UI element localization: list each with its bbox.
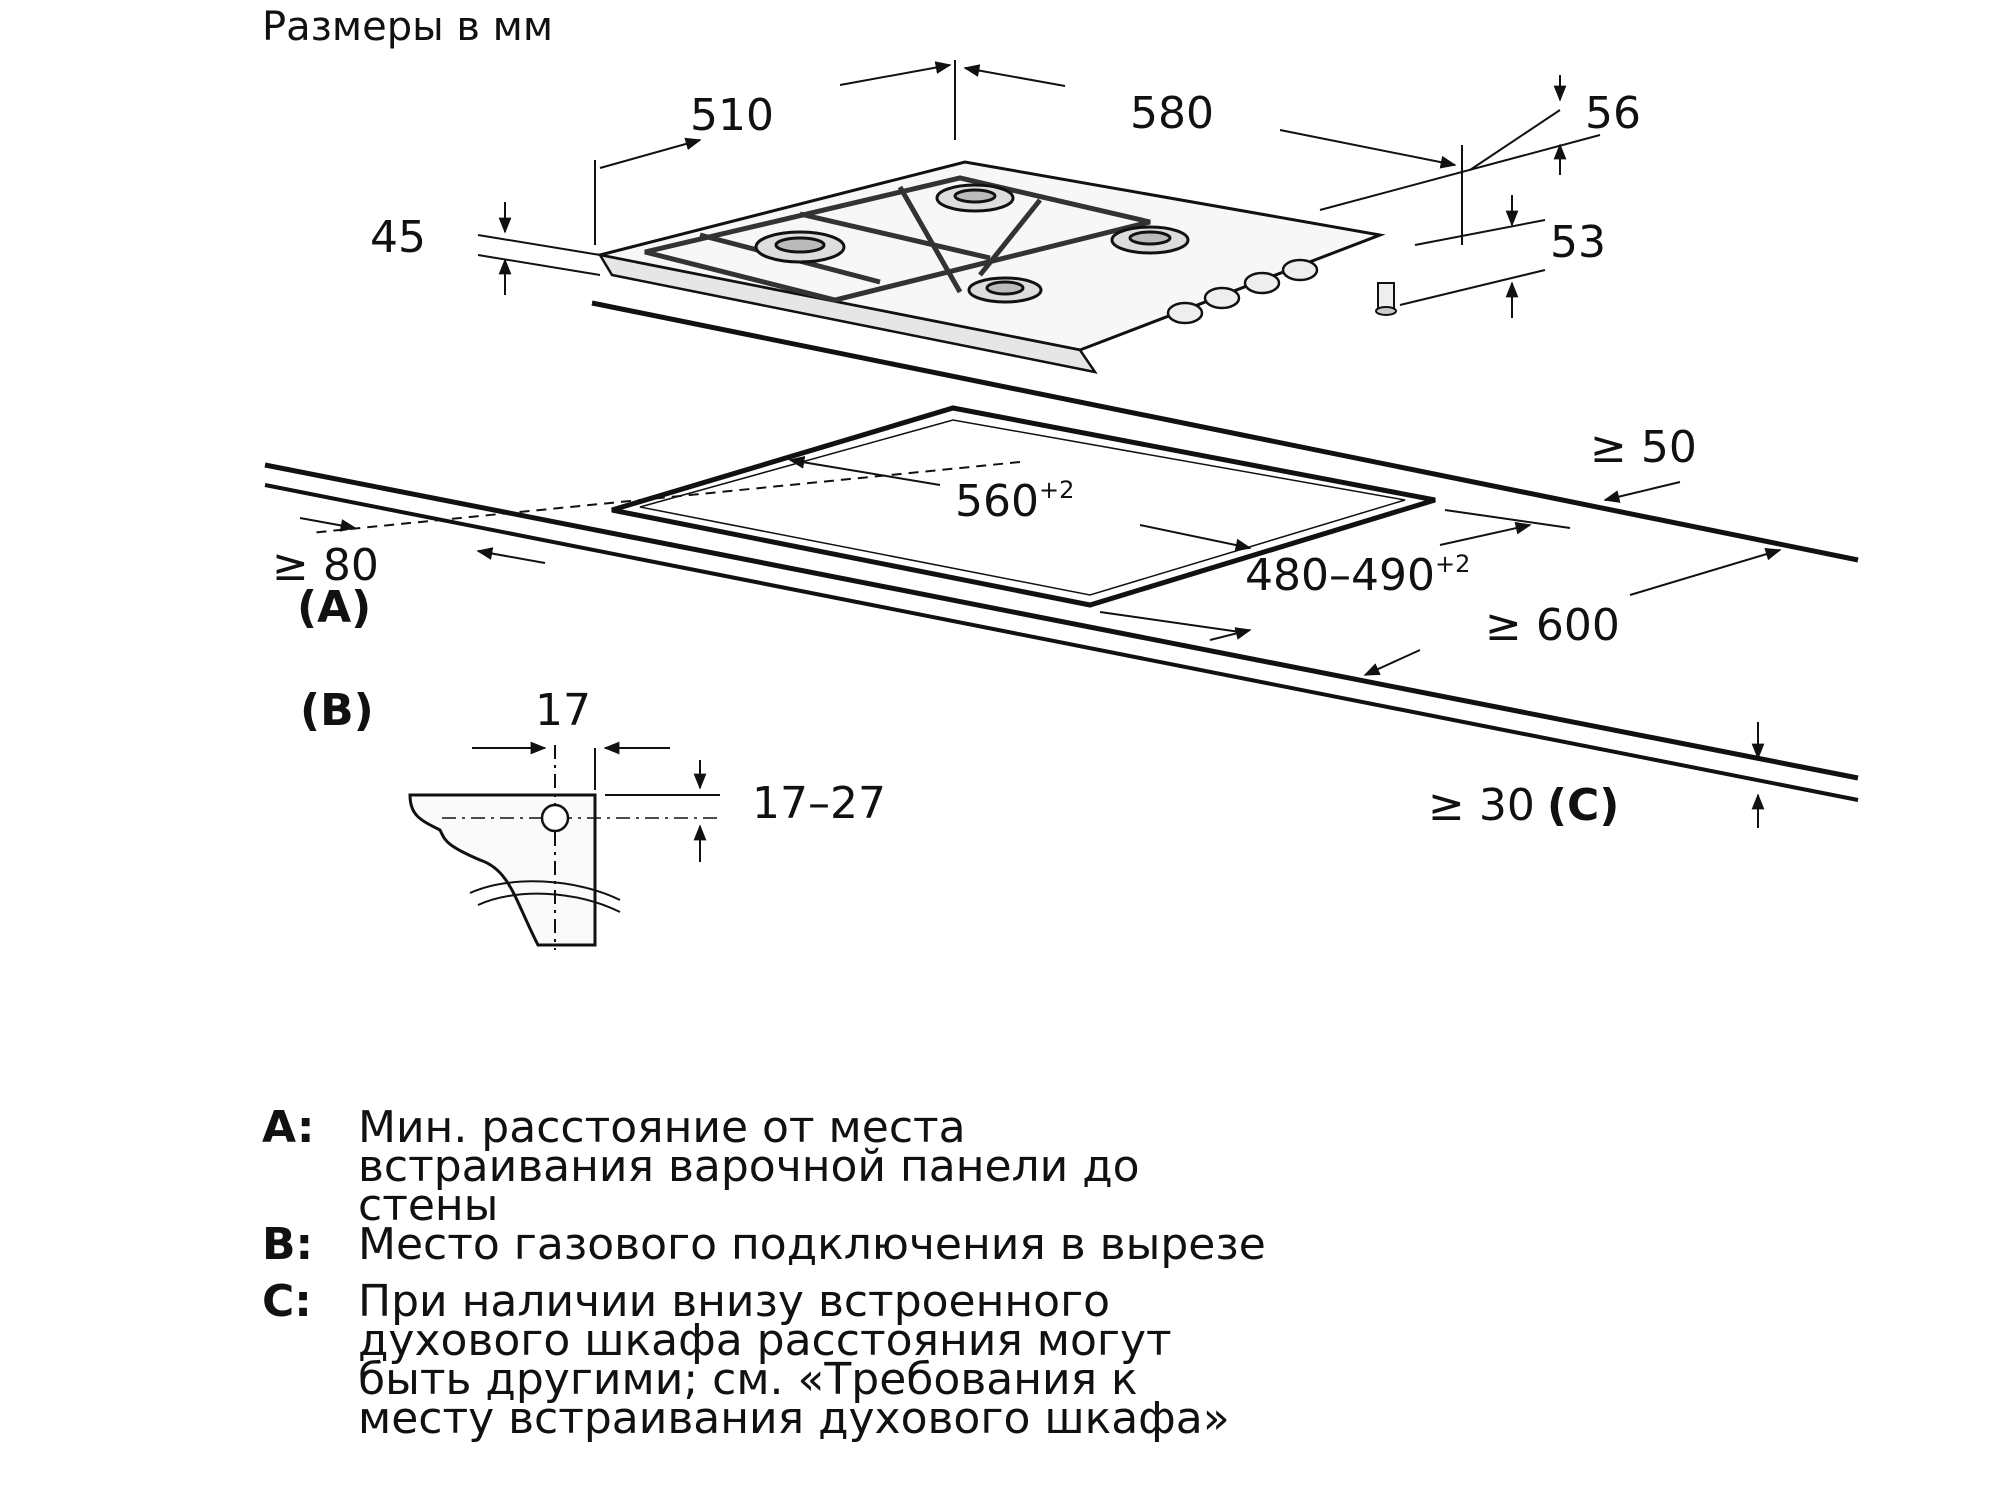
legend-item-b: B: Место газового подключения в вырезе <box>262 1219 1962 1270</box>
worktop <box>264 300 1859 802</box>
dim-min-worktop: ≥ 600 <box>1485 600 1620 651</box>
dim-gas-offset: 17 <box>535 685 591 736</box>
dim-cutout-depth: 480–490+2 <box>1245 550 1470 601</box>
dim-gas-range: 17–27 <box>752 778 886 829</box>
control-knobs <box>1166 258 1319 325</box>
legend-item-a: A: Мин. расстояние от места встраивания … <box>262 1102 1962 1231</box>
marker-a: (A) <box>297 582 371 633</box>
cutout-outer <box>611 405 1436 608</box>
legend-key-c: C: <box>262 1276 312 1327</box>
knob-1 <box>1166 301 1204 325</box>
worktop-front-edge-bottom <box>264 483 1859 802</box>
legend-text-c: При наличии внизу встроенного духового ш… <box>358 1276 1230 1444</box>
knob-3 <box>1243 271 1281 295</box>
marker-c: (C) <box>1547 780 1620 831</box>
legend: A: Мин. расстояние от места встраивания … <box>262 1102 1962 1444</box>
gas-inlet <box>540 803 570 833</box>
knob-2 <box>1203 286 1241 310</box>
dim-min-thickness: ≥ 30(C) <box>1428 780 1619 831</box>
gas-connection-detail <box>408 741 720 950</box>
knob-4 <box>1281 258 1319 282</box>
legend-key-b: B: <box>262 1219 314 1270</box>
dim-min-wall: ≥ 80 <box>272 540 379 591</box>
legend-text-b: Место газового подключения в вырезе <box>358 1219 1266 1270</box>
worktop-rear-edge <box>591 300 1859 563</box>
legend-key-a: A: <box>262 1102 315 1153</box>
dim-height: 45 <box>370 212 426 263</box>
worktop-front-edge-top <box>264 462 1859 781</box>
dim-width: 510 <box>690 90 774 141</box>
dim-cutout-width-tolerance: +2 <box>1039 476 1074 504</box>
dim-cutout-width: 560+2 <box>955 476 1074 527</box>
marker-b: (B) <box>300 685 374 736</box>
units-title: Размеры в мм <box>262 4 553 50</box>
cooktop <box>597 160 1397 374</box>
burners <box>754 183 1190 304</box>
gas-connector <box>1377 282 1395 310</box>
dim-cutout-depth-tolerance: +2 <box>1435 550 1470 578</box>
detail-worktop-profile <box>408 793 597 947</box>
legend-text-a: Мин. расстояние от места встраивания вар… <box>358 1102 1140 1231</box>
dim-depth: 580 <box>1130 88 1214 139</box>
dim-knob-height: 53 <box>1550 217 1606 268</box>
cutout-inner <box>639 419 1406 596</box>
cooktop-edge <box>597 253 1098 374</box>
dimension-labels: 510 580 56 45 53 ≥ 50 560+2 480–490+2 ≥ … <box>272 88 1697 831</box>
dim-control-offset: 56 <box>1585 88 1641 139</box>
dimension-lines <box>299 60 1782 828</box>
legend-item-c: C: При наличии внизу встроенного духовог… <box>262 1276 1962 1444</box>
dim-min-rear: ≥ 50 <box>1590 422 1697 473</box>
